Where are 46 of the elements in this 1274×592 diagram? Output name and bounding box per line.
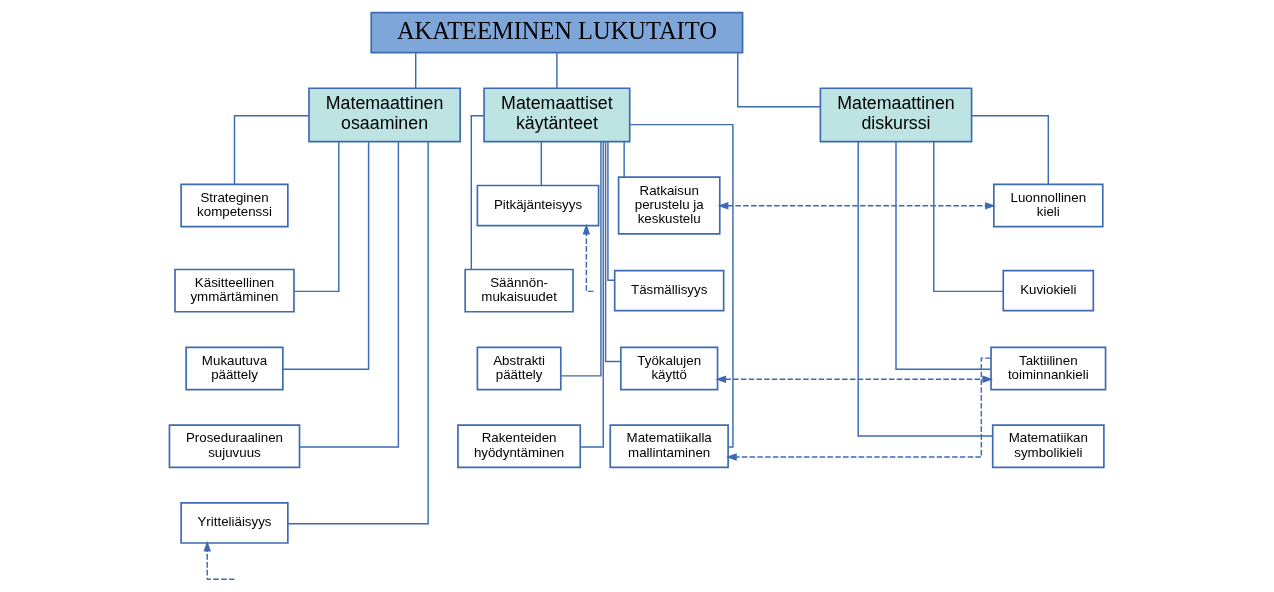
- connector: [622, 140, 625, 178]
- arrow: [203, 540, 235, 581]
- node-box: Matemaattiset käytänteet: [482, 87, 631, 143]
- arrow: [714, 375, 993, 383]
- node-box: Matematiikalla mallintaminen: [608, 424, 729, 469]
- node-box: Abstrakti päättely: [476, 346, 562, 391]
- connector: [628, 123, 734, 448]
- node-box: Proseduraalinen sujuvuus: [168, 424, 300, 469]
- connector: [470, 115, 485, 270]
- arrow: [725, 357, 992, 461]
- connector: [970, 115, 1049, 185]
- node-box: Matematiikan symbolikieli: [991, 424, 1105, 469]
- connector: [233, 115, 309, 185]
- node-box: Käsitteellinen ymmärtäminen: [173, 268, 295, 313]
- connector: [604, 141, 621, 363]
- connector: [555, 52, 558, 89]
- connector: [856, 141, 993, 437]
- node-box: Kuviokieli: [1001, 269, 1094, 312]
- node-box: Yritteliäisyys: [179, 502, 289, 544]
- node-box: Rakenteiden hyödyntäminen: [456, 424, 581, 469]
- connector: [281, 140, 369, 370]
- connector: [293, 141, 339, 293]
- node-box: Täsmällisyys: [613, 269, 724, 312]
- node-box: Säännön- mukaisuudet: [463, 268, 574, 313]
- connector: [286, 141, 429, 525]
- node-box: Työkalujen käyttö: [619, 346, 718, 391]
- connector: [736, 52, 821, 108]
- node-box: Mukautuva päättely: [184, 346, 284, 391]
- connector: [579, 141, 604, 448]
- connector: [540, 140, 542, 187]
- node-box: AKATEEMINEN LUKUTAITO: [369, 11, 743, 54]
- node-box: Luonnollinen kieli: [992, 183, 1104, 228]
- node-box: Pitkäjänteisyys: [476, 184, 599, 227]
- node-box: Ratkaisun perustelu ja keskustelu: [617, 176, 721, 235]
- connector: [606, 141, 615, 281]
- node-box: Matemaattinen diskurssi: [819, 87, 972, 143]
- connector: [894, 140, 991, 370]
- connector: [559, 141, 602, 377]
- arrow: [582, 223, 594, 293]
- arrow: [717, 202, 996, 210]
- node-box: Matemaattinen osaaminen: [307, 87, 461, 143]
- connector: [932, 141, 1004, 293]
- node-box: Taktiilinen toiminnankieli: [989, 346, 1106, 391]
- node-box: Strateginen kompetenssi: [179, 183, 289, 228]
- connector: [298, 141, 399, 448]
- connector: [414, 52, 416, 89]
